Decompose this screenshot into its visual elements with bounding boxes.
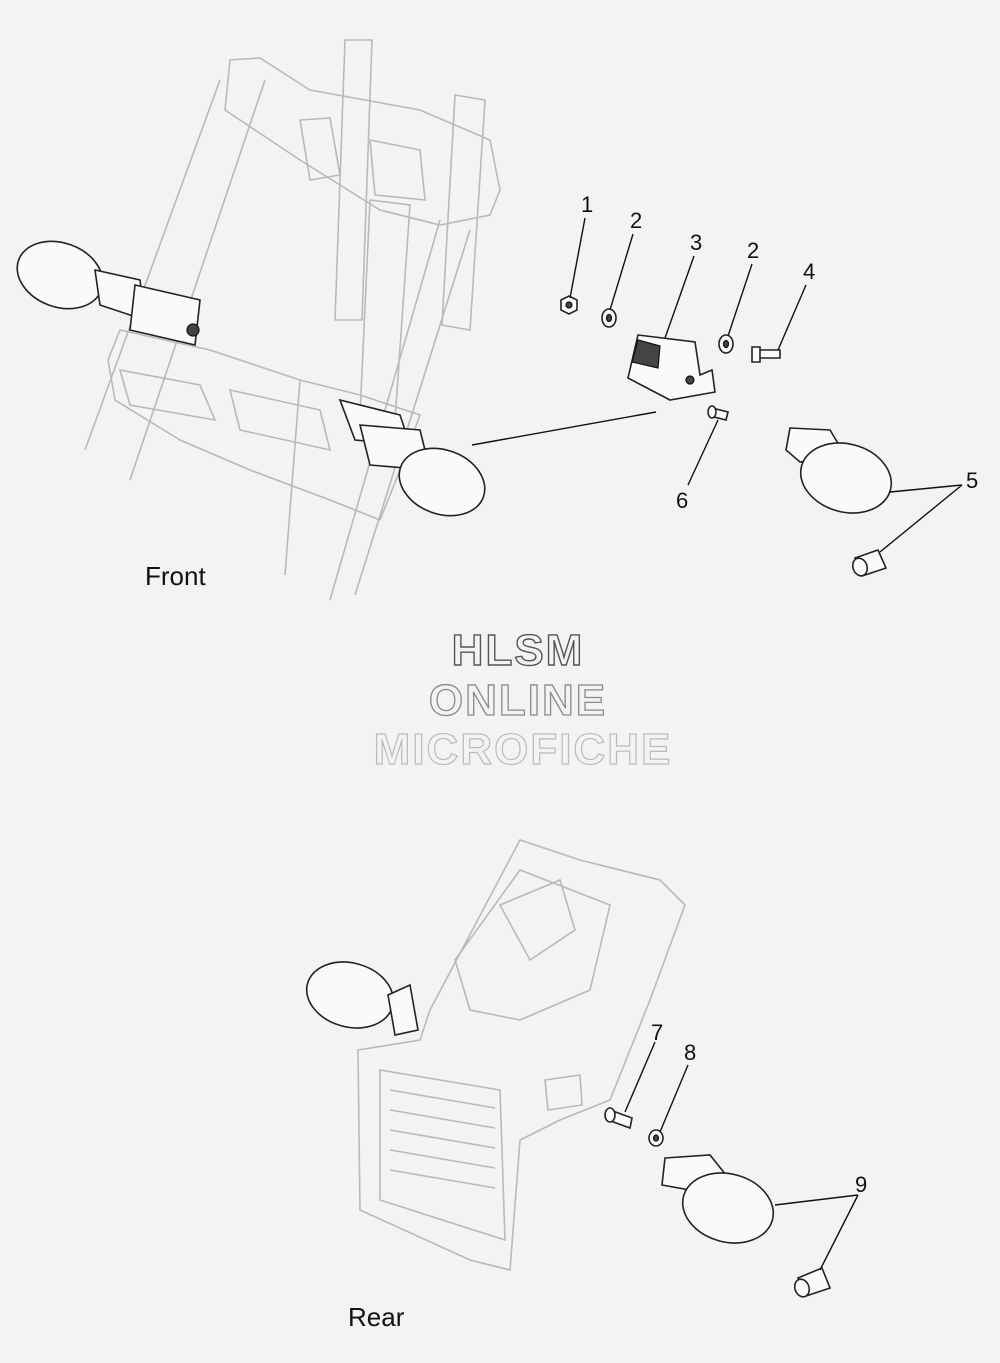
rear-fender-assembly xyxy=(357,839,686,1272)
caption-front: Front xyxy=(145,561,206,591)
part-5-bulb xyxy=(851,549,888,577)
callout-5: 5 xyxy=(966,468,978,493)
callout-3: 3 xyxy=(690,230,702,255)
part-1-nut xyxy=(560,295,578,315)
part-9-bulb xyxy=(793,1266,832,1298)
watermark-line-3: MICROFICHE xyxy=(374,725,673,774)
callout-7: 7 xyxy=(651,1020,663,1045)
front-right-turn-signal xyxy=(338,398,486,517)
callout-1: 1 xyxy=(581,192,593,217)
front-left-turn-signal xyxy=(16,240,201,346)
part-3-bracket xyxy=(627,334,716,401)
part-5-turn-signal xyxy=(785,427,893,514)
callout-2-b: 2 xyxy=(747,238,759,263)
part-4-bolt xyxy=(751,346,781,363)
part-9-turn-signal xyxy=(661,1154,775,1244)
part-8-washer xyxy=(648,1129,664,1147)
watermark: HLSM ONLINE MICROFICHE xyxy=(373,625,673,774)
callout-4: 4 xyxy=(803,259,815,284)
watermark-line-1: HLSM xyxy=(452,626,585,675)
callout-6: 6 xyxy=(676,488,688,513)
part-7-screw xyxy=(604,1107,633,1130)
part-2-washer-b xyxy=(718,334,734,354)
watermark-line-2: ONLINE xyxy=(429,676,607,725)
assembly-leader-line xyxy=(471,411,657,446)
rear-left-turn-signal xyxy=(305,961,419,1036)
callout-2-a: 2 xyxy=(630,208,642,233)
part-6-screw xyxy=(707,405,729,421)
callout-9: 9 xyxy=(855,1172,867,1197)
callout-8: 8 xyxy=(684,1040,696,1065)
caption-rear: Rear xyxy=(348,1302,405,1332)
part-2-washer-a xyxy=(601,308,617,328)
